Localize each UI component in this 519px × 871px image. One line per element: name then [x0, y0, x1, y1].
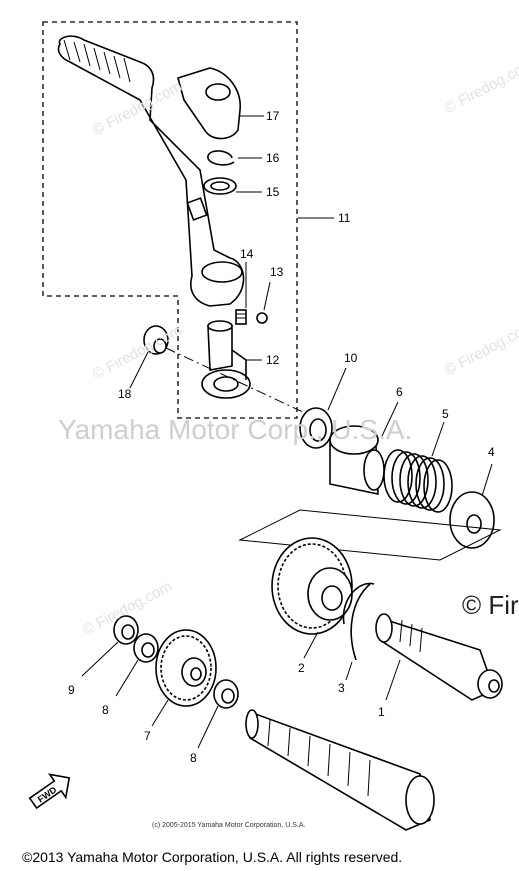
label-9: 9 [68, 683, 75, 697]
part-9-washer [81, 615, 139, 677]
kick-crank-lever [57, 35, 245, 307]
label-8-lower: 8 [190, 751, 197, 765]
label-5: 5 [442, 407, 449, 421]
part-5-torsion-spring [383, 421, 453, 513]
part-1-kick-axle [375, 613, 503, 701]
diagram-copyright: (c) 2005-2015 Yamaha Motor Corporation, … [152, 822, 306, 829]
fwd-arrow-icon: FWD [28, 773, 71, 810]
part-13-ball [256, 281, 271, 324]
part-7-idle-gear [151, 629, 217, 727]
part-18-collar [129, 325, 169, 389]
label-13: 13 [270, 265, 284, 279]
part-2-kick-gear [271, 537, 353, 659]
part-12-kick-boss [201, 320, 262, 399]
label-8-upper: 8 [102, 703, 109, 717]
label-15: 15 [266, 185, 280, 199]
label-4: 4 [488, 445, 495, 459]
part-4-washer [449, 463, 495, 549]
label-7: 7 [144, 729, 151, 743]
label-12: 12 [266, 353, 280, 367]
part-17-kick-boss [177, 67, 264, 140]
part-6-spring-guide [329, 401, 399, 495]
label-3: 3 [338, 681, 345, 695]
axis-line [165, 347, 321, 421]
label-10: 10 [344, 351, 358, 365]
part-3-clip [342, 582, 375, 681]
page-copyright: ©2013 Yamaha Motor Corporation, U.S.A. A… [22, 849, 403, 865]
part-8-washer-lower [197, 679, 239, 749]
part-15-washer [203, 177, 262, 195]
label-11: 11 [338, 211, 351, 225]
label-6: 6 [396, 385, 403, 399]
label-17: 17 [266, 109, 280, 123]
label-2: 2 [298, 661, 305, 675]
label-18: 18 [118, 387, 132, 401]
gear-group-outline [238, 509, 502, 561]
kick-lever-group-outline [42, 21, 298, 419]
part-16-circlip [207, 150, 262, 166]
label-1: 1 [378, 705, 385, 719]
label-16: 16 [266, 151, 280, 165]
label-14: 14 [240, 247, 254, 261]
part-8-washer-upper [115, 633, 159, 697]
part-14-bolt [235, 262, 247, 325]
main-shaft [245, 709, 435, 831]
part-10-oil-seal [299, 367, 347, 449]
